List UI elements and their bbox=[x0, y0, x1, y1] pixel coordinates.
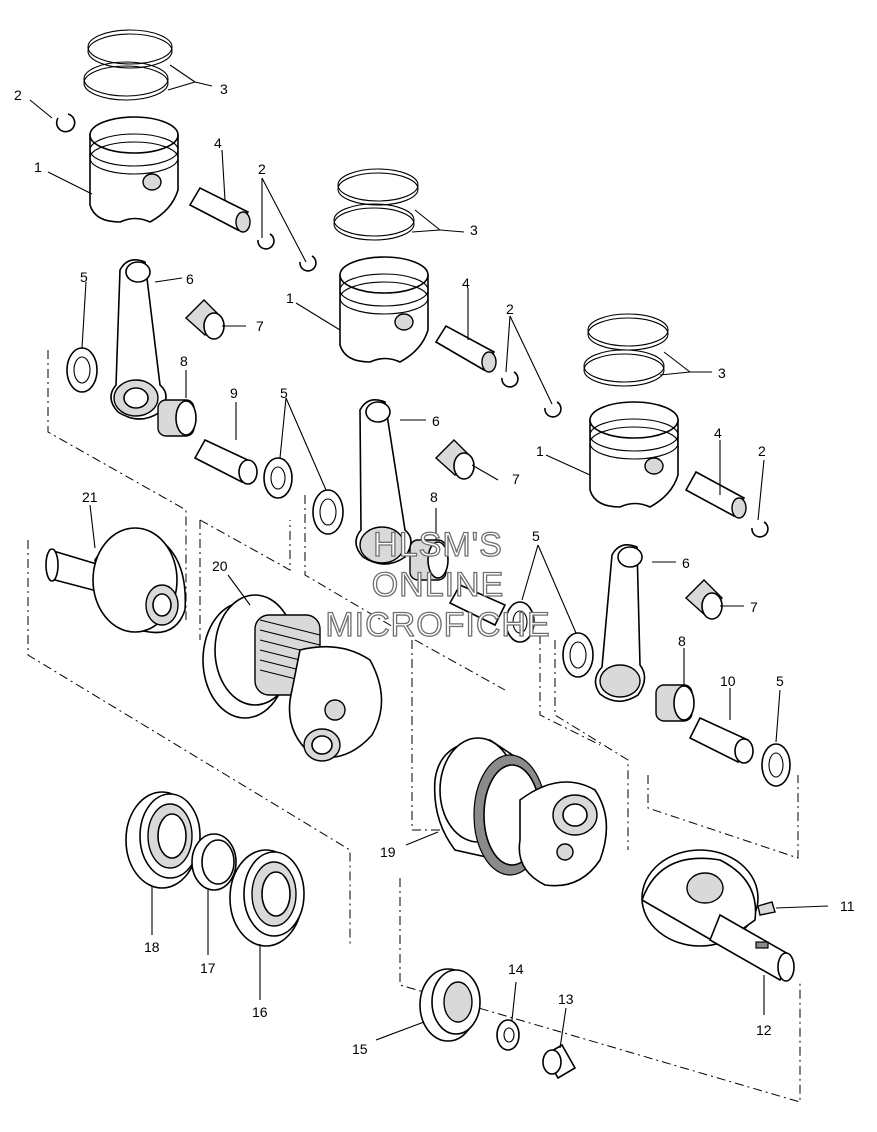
callout-6-b: 6 bbox=[432, 413, 440, 429]
wrist-pin-set-2 bbox=[434, 324, 497, 373]
callout-2-set-1b: 2 bbox=[258, 161, 266, 177]
watermark-line-1: HLSM'S bbox=[373, 526, 503, 564]
circlip-set-2-left bbox=[299, 255, 317, 272]
callout-5-c: 5 bbox=[532, 528, 540, 544]
callout-6-a: 6 bbox=[186, 271, 194, 287]
callout-4-set-3: 4 bbox=[714, 425, 722, 441]
connecting-rod-1 bbox=[110, 259, 167, 420]
piston-set-2 bbox=[339, 256, 429, 363]
crankshaft-output-12 bbox=[641, 849, 795, 982]
washer-14 bbox=[496, 1019, 520, 1051]
needle-bearing-small-2 bbox=[434, 439, 475, 480]
callout-4-set-2: 4 bbox=[462, 275, 470, 291]
piston-set-3 bbox=[589, 401, 679, 508]
thrust-washer-4 bbox=[505, 601, 535, 643]
callout-18: 18 bbox=[144, 939, 160, 955]
watermark-line-3: MICROFICHE bbox=[325, 606, 550, 644]
needle-bearing-small-3 bbox=[684, 579, 723, 620]
callout-1-set-3: 1 bbox=[536, 443, 544, 459]
main-bearing-18 bbox=[125, 791, 201, 889]
piston-rings-set-1 bbox=[83, 29, 173, 101]
callout-13: 13 bbox=[558, 991, 574, 1007]
callout-1-set-2: 1 bbox=[286, 290, 294, 306]
wrist-pin-set-1 bbox=[188, 186, 251, 233]
piston-set-1 bbox=[89, 116, 179, 223]
circlip-set-3-left bbox=[544, 401, 562, 418]
callout-numbers: 1 2 3 4 2 3 1 4 2 3 1 4 2 5 6 7 8 9 5 6 … bbox=[14, 81, 855, 1057]
callout-7-b: 7 bbox=[512, 471, 520, 487]
crankshaft-center-20 bbox=[202, 594, 383, 762]
crank-pin-10 bbox=[688, 716, 754, 764]
callout-4-set-1: 4 bbox=[214, 135, 222, 151]
crankshaft-end-21 bbox=[45, 527, 187, 634]
needle-bearing-small-1 bbox=[184, 299, 225, 340]
callout-2-set-3: 2 bbox=[758, 443, 766, 459]
circlip-set-3-right bbox=[751, 521, 769, 538]
callout-8-a: 8 bbox=[180, 353, 188, 369]
woodruff-key-11 bbox=[757, 901, 776, 916]
thrust-washer-1 bbox=[66, 347, 98, 393]
main-bearing-16 bbox=[229, 849, 305, 947]
bushing-13 bbox=[542, 1043, 577, 1080]
crank-pin-middle bbox=[448, 583, 507, 627]
thrust-washer-6 bbox=[761, 743, 791, 787]
circlip-set-1-right bbox=[257, 233, 275, 250]
crankshaft-gear-19 bbox=[433, 737, 608, 887]
assembly-outlines bbox=[27, 350, 801, 1103]
callout-2-set-2: 2 bbox=[506, 301, 514, 317]
callout-16: 16 bbox=[252, 1004, 268, 1020]
callout-14: 14 bbox=[508, 961, 524, 977]
watermark-line-2: ONLINE bbox=[372, 566, 505, 604]
thrust-washer-2 bbox=[263, 457, 293, 499]
needle-bearing-big-1 bbox=[157, 399, 197, 437]
callout-9: 9 bbox=[230, 385, 238, 401]
leader-lines bbox=[29, 64, 829, 1049]
callout-5-a: 5 bbox=[80, 269, 88, 285]
main-bearing-15 bbox=[419, 968, 481, 1042]
callout-15: 15 bbox=[352, 1041, 368, 1057]
callout-17: 17 bbox=[200, 960, 216, 976]
watermark: HLSM'S ONLINE MICROFICHE bbox=[325, 525, 551, 644]
circlip-set-2-right bbox=[501, 371, 519, 388]
callout-20: 20 bbox=[212, 558, 228, 574]
callout-19: 19 bbox=[380, 844, 396, 860]
thrust-washer-3 bbox=[312, 489, 344, 535]
callout-7-a: 7 bbox=[256, 318, 264, 334]
callout-8-c: 8 bbox=[678, 633, 686, 649]
callout-3-set-1: 3 bbox=[220, 81, 228, 97]
circlip-set-1-left bbox=[55, 113, 76, 133]
needle-bearing-big-2 bbox=[409, 539, 449, 581]
callout-1-set-1: 1 bbox=[34, 159, 42, 175]
callout-7-c: 7 bbox=[750, 599, 758, 615]
callout-5-d: 5 bbox=[776, 673, 784, 689]
callout-11: 11 bbox=[840, 898, 855, 914]
seal-ring-17 bbox=[191, 833, 237, 891]
crank-pin-9 bbox=[193, 438, 258, 485]
callout-3-set-3: 3 bbox=[718, 365, 726, 381]
callout-12: 12 bbox=[756, 1022, 772, 1038]
thrust-washer-5 bbox=[562, 632, 594, 678]
connecting-rod-2 bbox=[355, 399, 412, 565]
piston-rings-set-2 bbox=[333, 168, 419, 241]
callout-21: 21 bbox=[82, 489, 98, 505]
callout-8-b: 8 bbox=[430, 489, 438, 505]
callout-10: 10 bbox=[720, 673, 736, 689]
connecting-rod-3 bbox=[594, 544, 646, 703]
piston-rings-set-3 bbox=[583, 313, 669, 387]
callout-3-set-2: 3 bbox=[470, 222, 478, 238]
wrist-pin-set-3 bbox=[684, 470, 747, 519]
callout-6-c: 6 bbox=[682, 555, 690, 571]
callout-5-b: 5 bbox=[280, 385, 288, 401]
needle-bearing-big-3 bbox=[655, 684, 695, 722]
callout-2-set-1: 2 bbox=[14, 87, 22, 103]
